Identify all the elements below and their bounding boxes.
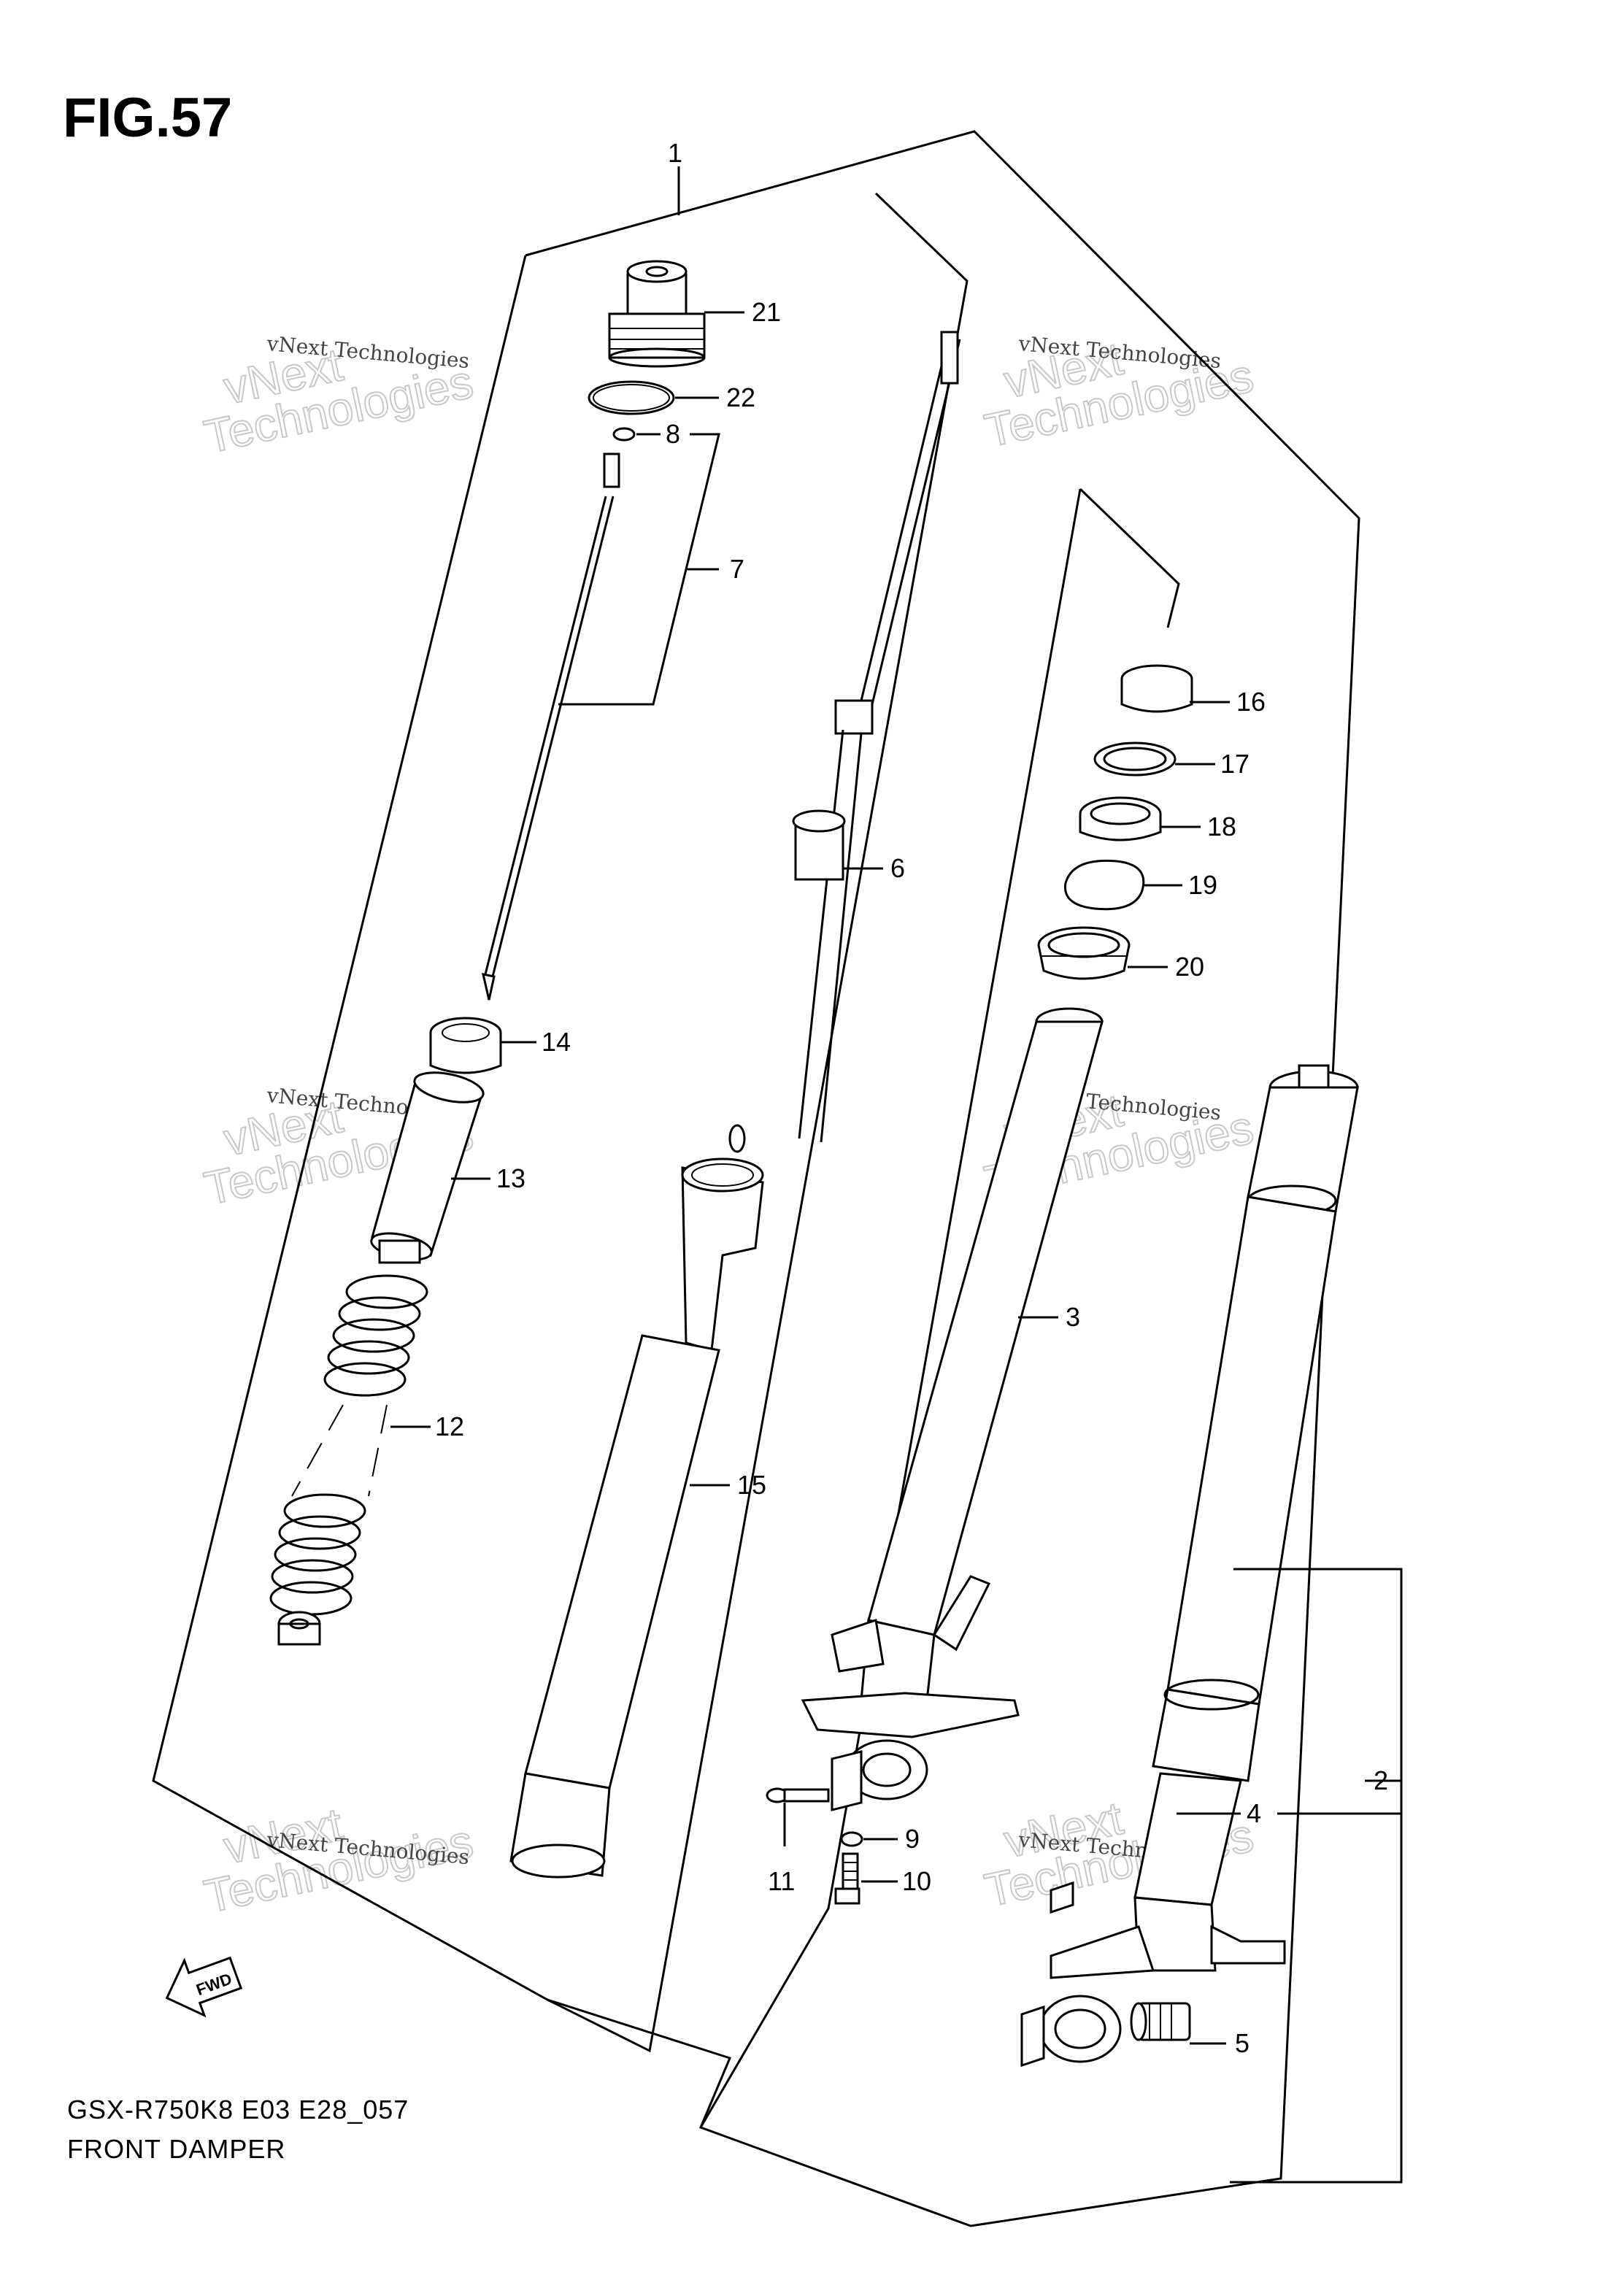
- watermark: vNext Technologies: [979, 331, 1258, 458]
- part-19-clip: [1064, 859, 1145, 911]
- part-8-washer: [612, 427, 636, 442]
- leader-2-bracket: [1230, 1568, 1403, 2184]
- left-axle-bracket: [801, 1575, 1020, 1811]
- callout-10: 10: [902, 1866, 931, 1896]
- callout-15: 15: [737, 1470, 766, 1500]
- callout-22: 22: [726, 382, 755, 412]
- callout-6: 6: [890, 853, 905, 883]
- callout-12: 12: [435, 1411, 464, 1441]
- forward-arrow-icon: FWD: [165, 1956, 243, 2018]
- part-7-damper-rod: [482, 452, 620, 1001]
- part-9-washer: [840, 1831, 863, 1847]
- part-14-spacer: [429, 1017, 502, 1074]
- callout-19: 19: [1188, 870, 1217, 900]
- callout-1: 1: [668, 138, 682, 168]
- assembly-frame-inner-mid: [1079, 488, 1180, 628]
- part-12-nut: [277, 1611, 321, 1646]
- callout-labels: 1 2 3 4 5 6 7 8 9 10 11 12 13 14 15 16 1…: [435, 138, 1388, 2058]
- part-21-cap-bolt: [608, 260, 706, 368]
- part-15-outer-tube: [509, 1157, 764, 1879]
- part-13-spacer-tube: [370, 1071, 485, 1264]
- callout-3: 3: [1066, 1302, 1080, 1332]
- callout-13: 13: [496, 1163, 525, 1193]
- part-20-dust-seal: [1037, 926, 1131, 980]
- part-12-fork-spring: [269, 1274, 428, 1616]
- callout-2: 2: [1374, 1765, 1388, 1795]
- model-code: GSX-R750K8 E03 E28_057: [67, 2095, 409, 2124]
- callout-17: 17: [1220, 749, 1250, 779]
- callout-18: 18: [1207, 812, 1236, 841]
- assembly-frame-inner-right: [699, 488, 1082, 2128]
- figure-title: FIG.57: [63, 87, 233, 149]
- watermark-group: vNext Technologies vNext Technologies vN…: [199, 331, 1259, 1924]
- callout-5: 5: [1235, 2028, 1250, 2058]
- part-5-adjuster: [1130, 2002, 1191, 2041]
- part-2-fork-assembly: [1020, 1064, 1359, 2068]
- callout-7: 7: [730, 554, 744, 584]
- part-22-o-ring: [588, 380, 675, 415]
- diagram-name: FRONT DAMPER: [67, 2134, 286, 2164]
- callout-9: 9: [905, 1824, 920, 1854]
- part-16-bushing: [1120, 664, 1193, 713]
- callout-21: 21: [752, 297, 781, 327]
- callout-20: 20: [1175, 952, 1204, 982]
- callout-14: 14: [542, 1027, 571, 1057]
- assembly-frame-inner-left: [547, 192, 969, 2053]
- part-6-cartridge: [728, 331, 961, 1153]
- assembly-frame-outer: [152, 130, 1360, 2227]
- callout-8: 8: [666, 419, 680, 449]
- part-11-bolt: [766, 1787, 830, 1803]
- part-18-oil-seal: [1079, 796, 1162, 841]
- watermark: vNext Technologies: [199, 337, 478, 463]
- callout-16: 16: [1236, 687, 1266, 717]
- part-17-washer: [1093, 741, 1177, 777]
- part-10-bolt: [834, 1852, 860, 1905]
- callout-4: 4: [1247, 1798, 1261, 1828]
- callout-11: 11: [768, 1866, 795, 1896]
